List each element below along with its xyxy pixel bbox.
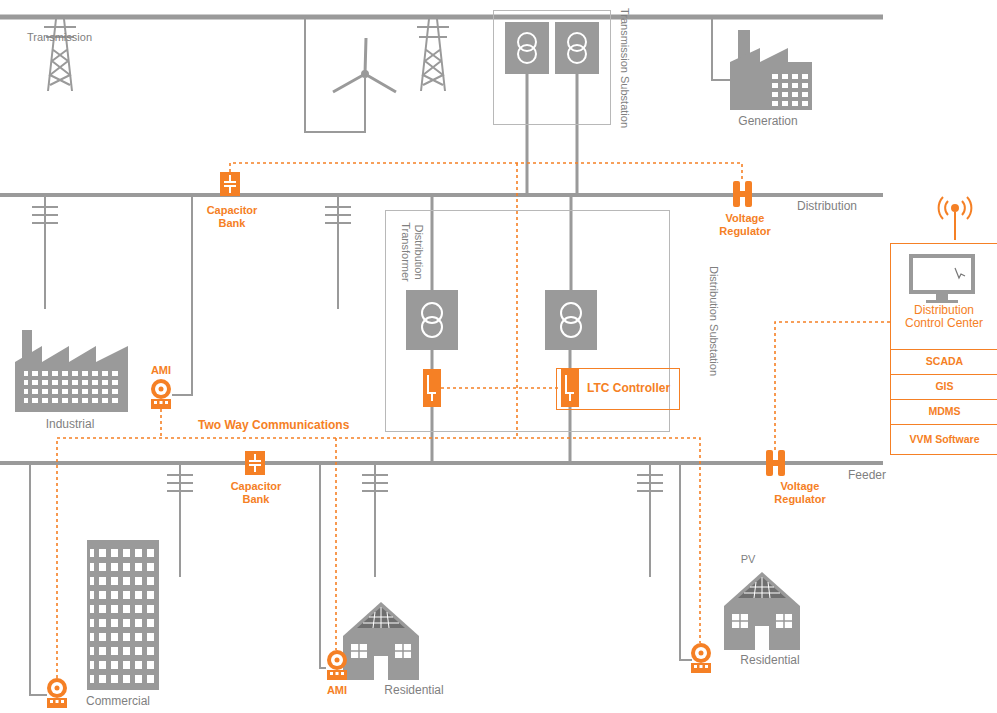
substation-box: Distribution SubstationLTC Controller	[385, 210, 670, 432]
node-label: SCADA	[891, 350, 997, 373]
ami-meter	[327, 650, 347, 680]
house-with-pv	[724, 572, 800, 650]
voltage-regulator-symbol	[766, 450, 785, 476]
distribution-pole	[32, 197, 58, 309]
site-label: Residential	[384, 684, 443, 698]
node-label: GIS	[891, 375, 997, 398]
distribution-transformers	[406, 197, 597, 463]
site-label: Industrial	[46, 418, 95, 432]
control-center-panel: Distribution Control CenterSCADAGISMDMSV…	[890, 243, 997, 455]
site-label: Commercial	[86, 695, 150, 709]
feeder-line	[0, 461, 883, 465]
transmission-tower	[44, 19, 76, 91]
distribution-pole	[167, 465, 193, 577]
node-label: LTC Controller	[587, 369, 672, 408]
ltc-symbol	[423, 369, 441, 407]
service-wire	[172, 197, 192, 395]
ami-meter	[47, 678, 67, 708]
software-cell: MDMS	[891, 399, 997, 424]
distribution-pole	[325, 197, 351, 309]
node-label: MDMS	[891, 400, 997, 423]
transmission-transformers	[505, 22, 599, 195]
distribution-pole	[362, 465, 388, 577]
device-label: AMI	[327, 684, 347, 697]
industrial-plant	[15, 330, 128, 412]
voltage-regulator-symbol	[733, 181, 752, 207]
device-label: Capacitor Bank	[224, 480, 288, 505]
antenna-icon	[939, 197, 972, 240]
ltc-symbol	[561, 369, 579, 407]
controller-box: LTC Controller	[556, 368, 680, 410]
capacitor-bank-symbol	[220, 172, 240, 196]
ami-meter	[691, 643, 711, 673]
transmission-line	[0, 15, 883, 20]
device-label: Voltage Regulator	[764, 480, 836, 505]
node-label: Distribution Substation	[708, 266, 721, 376]
device-label: Voltage Regulator	[709, 212, 781, 237]
site-label: Residential	[740, 654, 799, 668]
network-label: Two Way Communications	[198, 419, 349, 433]
capacitor-bank-symbol	[245, 451, 265, 475]
site-label: Generation	[738, 115, 797, 129]
software-cell: SCADA	[891, 349, 997, 374]
monitor-icon	[909, 254, 975, 303]
site-label: PV	[741, 553, 756, 566]
generation-plant	[712, 19, 812, 110]
level-label: Transmission	[27, 31, 92, 44]
software-cell: VVM Software	[891, 424, 997, 454]
level-label: Distribution	[797, 200, 857, 214]
level-label: Feeder	[848, 469, 886, 483]
node-label: Distribution Control Center	[895, 304, 993, 330]
ami-meter	[151, 379, 171, 409]
device-label: AMI	[151, 364, 171, 377]
node-label: VVM Software	[891, 425, 997, 453]
transmission-tower	[417, 19, 449, 91]
node-label: Transmission Substation	[619, 8, 632, 128]
substation-box: Transmission Substation	[493, 10, 611, 125]
device-label: Capacitor Bank	[200, 204, 264, 229]
software-cell: GIS	[891, 374, 997, 399]
wind-turbine	[305, 19, 396, 132]
service-wire	[30, 465, 692, 695]
commercial-building	[87, 540, 159, 690]
communication-line	[57, 163, 890, 678]
device-label: Distribution Transformer	[399, 218, 424, 286]
house-with-pv	[343, 602, 419, 680]
distribution-pole	[637, 465, 663, 577]
